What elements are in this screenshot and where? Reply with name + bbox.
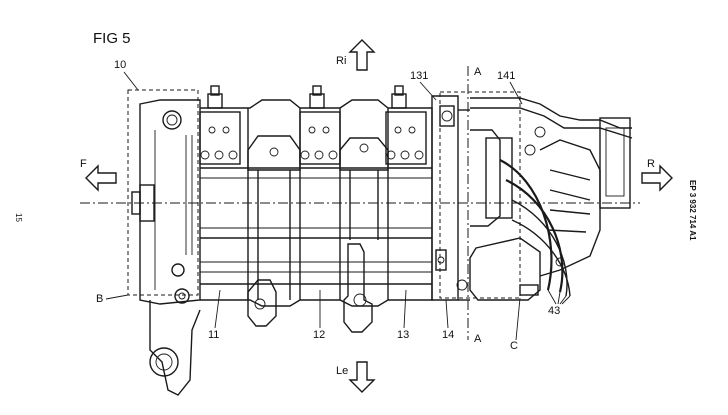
ref-b: B	[96, 293, 103, 305]
arrow-down-le	[348, 361, 376, 393]
arrow-up-ri	[348, 39, 376, 71]
figure-title: FIG 5	[93, 30, 131, 47]
ref-11: 11	[208, 329, 219, 341]
ref-10: 10	[114, 59, 126, 71]
section-mark-bottom: A	[474, 333, 482, 345]
leader-131	[419, 81, 437, 101]
direction-label-le: Le	[336, 365, 348, 377]
region-b-outline	[127, 89, 199, 296]
left-end-housing	[131, 99, 201, 396]
leader-13	[403, 289, 407, 329]
page-number: 15	[14, 213, 23, 222]
right-side-assembly	[469, 97, 633, 301]
ref-c: C	[510, 340, 518, 352]
leader-11	[214, 289, 221, 329]
leader-10	[123, 71, 139, 91]
direction-label-r: R	[647, 158, 655, 170]
ref-141: 141	[497, 70, 515, 82]
leader-c	[515, 297, 521, 341]
leader-43	[547, 289, 571, 305]
section-mark-top: A	[474, 66, 482, 78]
arrow-right-r	[641, 164, 673, 192]
leader-b	[105, 294, 129, 300]
lower-mounts	[247, 243, 373, 333]
direction-label-f: F	[80, 158, 87, 170]
publication-number: EP 3 932 714 A1	[688, 180, 697, 241]
ref-12: 12	[313, 329, 325, 341]
ref-43: 43	[548, 305, 560, 317]
right-end-plate	[431, 95, 470, 301]
arrow-left-f	[85, 164, 117, 192]
brackets	[247, 135, 389, 300]
ref-131: 131	[410, 70, 428, 82]
cylinder-tops	[199, 85, 427, 165]
leader-14	[445, 299, 449, 329]
direction-label-ri: Ri	[336, 55, 346, 67]
region-c-outline	[439, 91, 521, 299]
leader-141	[509, 81, 523, 105]
ref-14: 14	[442, 329, 454, 341]
ref-13: 13	[397, 329, 409, 341]
